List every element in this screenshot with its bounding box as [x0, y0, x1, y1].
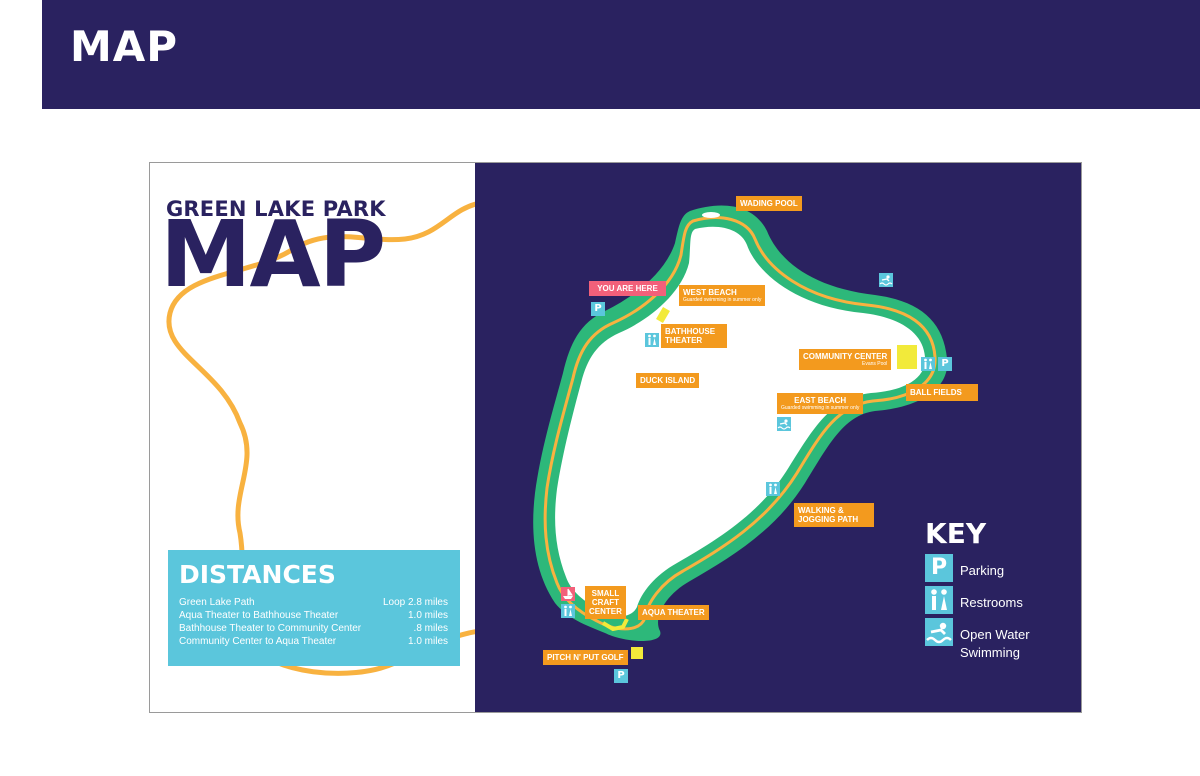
label-community-center-sub: Evans Pool: [862, 361, 888, 367]
label-aqua-theater: AQUA THEATER: [638, 605, 709, 620]
map-key: KEY P Parking Restrooms Open Water Swimm…: [925, 520, 1075, 666]
key-row-swimming: Open Water Swimming: [925, 618, 1075, 662]
decorative-path-curve: [166, 201, 475, 676]
header-bar: MAP: [42, 0, 1200, 109]
park-map-poster: GREEN LAKE PARK MAP DISTANCES Green Lake…: [149, 162, 1082, 713]
wading-pool: [702, 212, 720, 218]
swimming-icon: [879, 273, 893, 287]
label-small-craft-line2: CRAFT: [591, 598, 619, 607]
distance-value: 1.0 miles: [407, 610, 448, 621]
parking-icon: P: [925, 554, 953, 582]
lake-map: [533, 205, 948, 659]
label-ball-fields: BALL FIELDS: [906, 384, 978, 401]
key-label: Parking: [960, 563, 1005, 578]
distance-route: Green Lake Path: [179, 597, 255, 608]
distance-row: Bathhouse Theater to Community Center .8…: [179, 622, 448, 635]
label-bathhouse-theater: BATHHOUSE THEATER: [661, 324, 727, 348]
community-center-building: [897, 345, 917, 369]
park-big-title: MAP: [160, 201, 386, 308]
park-subtitle: GREEN LAKE PARK: [166, 197, 386, 221]
poster-map-panel: WADING POOL YOU ARE HERE WEST BEACH Guar…: [475, 163, 1081, 712]
key-row-parking: P Parking: [925, 554, 1075, 582]
label-west-beach-sub: Guarded swimming in summer only: [683, 297, 762, 303]
distance-route: Community Center to Aqua Theater: [179, 636, 337, 647]
lake-water: [555, 226, 926, 617]
page-title: MAP: [70, 22, 179, 71]
label-east-beach: EAST BEACH Guarded swimming in summer on…: [777, 393, 864, 414]
restroom-icon: [561, 604, 575, 618]
parking-icon: P: [938, 357, 952, 371]
label-you-are-here: YOU ARE HERE: [589, 281, 666, 296]
poster-left-panel: GREEN LAKE PARK MAP DISTANCES Green Lake…: [150, 163, 475, 712]
distances-title: DISTANCES: [179, 560, 336, 589]
label-walking-line1: WALKING &: [798, 506, 844, 515]
distance-value: .8 miles: [413, 623, 448, 634]
restroom-icon: [921, 357, 935, 371]
boat-rental-icon: [561, 587, 575, 601]
small-craft-docks: [601, 618, 629, 632]
restroom-icon: [925, 586, 953, 614]
label-small-craft-line3: CENTER: [589, 607, 622, 616]
key-row-restrooms: Restrooms: [925, 586, 1075, 614]
pitch-putt-building: [631, 647, 643, 659]
label-east-beach-title: EAST BEACH: [794, 396, 847, 405]
label-bathhouse-line2: THEATER: [665, 336, 703, 345]
label-small-craft-center: SMALL CRAFT CENTER: [585, 586, 626, 619]
label-duck-island: DUCK ISLAND: [636, 373, 700, 388]
label-west-beach: WEST BEACH Guarded swimming in summer on…: [679, 285, 766, 306]
label-community-center-title: COMMUNITY CENTER: [803, 352, 888, 361]
key-title: KEY: [925, 517, 987, 550]
distance-route: Bathhouse Theater to Community Center: [179, 623, 362, 634]
distance-value: Loop 2.8 miles: [382, 597, 448, 608]
key-label: Restrooms: [960, 595, 1023, 610]
distance-row: Green Lake Path Loop 2.8 miles: [179, 596, 448, 609]
label-small-craft-line1: SMALL: [591, 589, 620, 598]
label-bathhouse-line1: BATHHOUSE: [665, 327, 716, 336]
label-pitch-putt-golf: PITCH N' PUT GOLF: [543, 650, 628, 665]
swimming-icon: [777, 417, 791, 431]
distance-value: 1.0 miles: [407, 636, 448, 647]
swimming-icon: [925, 618, 953, 646]
jogging-path: [543, 216, 937, 631]
distance-row: Community Center to Aqua Theater 1.0 mil…: [179, 635, 448, 648]
label-walking-line2: JOGGING PATH: [798, 515, 859, 524]
parking-icon: P: [591, 302, 605, 316]
distance-route: Aqua Theater to Bathhouse Theater: [179, 610, 339, 621]
label-east-beach-sub: Guarded swimming in summer only: [781, 405, 860, 411]
label-community-center: COMMUNITY CENTER Evans Pool: [799, 349, 892, 370]
bathhouse-building: [656, 306, 670, 324]
label-walking-jogging-path: WALKING & JOGGING PATH: [794, 503, 874, 527]
distances-box: DISTANCES Green Lake Path Loop 2.8 miles…: [168, 550, 460, 666]
distance-row: Aqua Theater to Bathhouse Theater 1.0 mi…: [179, 609, 448, 622]
key-label: Open Water Swimming: [960, 627, 1030, 660]
label-wading-pool: WADING POOL: [736, 196, 802, 211]
restroom-icon: [645, 333, 659, 347]
label-west-beach-title: WEST BEACH: [683, 288, 737, 297]
parking-icon: P: [614, 669, 628, 683]
restroom-icon: [766, 482, 780, 496]
